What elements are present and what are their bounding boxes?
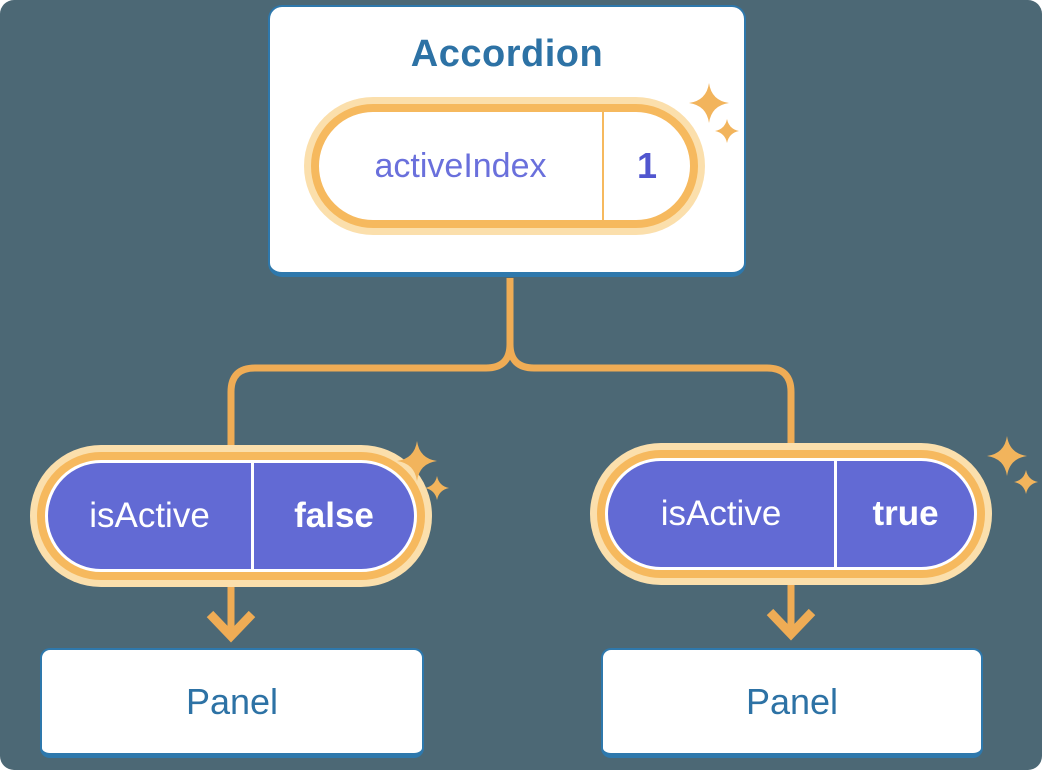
arrow-head-right [766,608,816,641]
prop-name-label: isActive [89,496,210,535]
pill-divider [251,463,254,569]
sparkle-icon [425,476,449,500]
pill-divider [834,461,837,567]
arrow-head-left [206,610,256,643]
sparkle-icon [1014,470,1038,494]
prop-value-label: false [294,496,374,535]
prop-pill-isactive-true: isActive true [597,450,985,578]
panel-node-right: Panel [601,648,983,758]
branch-line-right [506,278,795,470]
prop-pill-isactive-false: isActive false [37,452,425,580]
sparkle-icon [689,83,729,123]
panel-node-left: Panel [40,648,424,758]
prop-pill-body: isActive false [48,463,414,569]
sparkle-icon [397,441,437,481]
pill-divider [602,112,604,220]
sparkle-icon [715,119,739,143]
prop-value-label: true [872,494,939,533]
accordion-title: Accordion [410,33,604,75]
state-name-label: activeIndex [374,146,547,185]
sparkle-icon [987,436,1027,476]
branch-line-left [227,278,514,470]
state-pill-activeindex: activeIndex 1 [311,104,698,228]
state-value-label: 1 [636,145,658,186]
prop-pill-body: isActive true [608,461,974,567]
prop-name-label: isActive [660,494,782,533]
